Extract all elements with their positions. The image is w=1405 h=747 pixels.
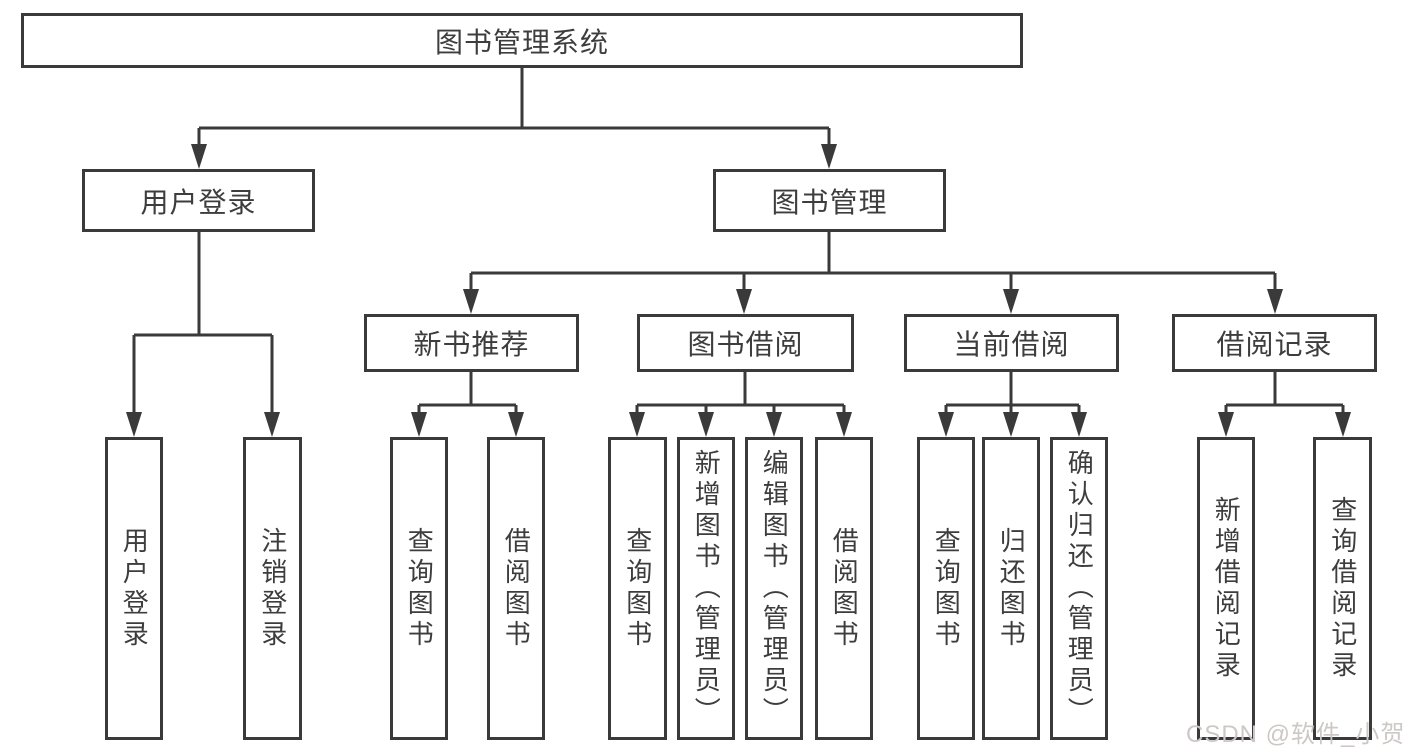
arrow-down-icon [1267,289,1283,314]
arrow-down-icon [1003,289,1019,314]
arrow-down-icon [1071,412,1087,437]
edges-book-borrowing [635,372,846,413]
arrowheads-new-book-recommend [411,412,524,437]
arrowheads-current-borrowing [938,412,1087,437]
arrowheads-root [191,144,837,169]
leaf-label: 查询图书 [931,526,962,651]
node-book-borrowing: 图书借阅 [637,314,854,372]
leaf-edit-books-admin: 编辑图书（管理员） [745,437,803,740]
leaf-label: 注销登录 [257,526,288,651]
node-label: 图书借阅 [687,329,804,360]
arrow-down-icon [1335,412,1351,437]
node-book-management: 图书管理 [713,169,946,232]
arrowheads-borrowing-records [1218,412,1351,437]
edges-new-book-recommend [417,372,518,413]
arrowheads-user-login [126,412,280,437]
leaf-borrow-books: 借阅图书 [487,437,545,740]
edges-borrowing-records [1224,372,1345,413]
leaf-add-books-admin: 新增图书（管理员） [677,437,735,740]
leaf-label: 确认归还（管理员） [1064,449,1095,728]
leaf-label: 编辑图书（管理员） [759,449,790,728]
node-library-management-system: 图书管理系统 [21,13,1023,68]
leaf-logout: 注销登录 [243,437,302,740]
node-label: 当前借阅 [953,329,1070,360]
leaf-query-books: 查询图书 [390,437,448,740]
leaf-return-books: 归还图书 [982,437,1040,740]
node-user-login: 用户登录 [82,169,315,232]
node-label: 借阅记录 [1216,329,1333,360]
node-label: 新书推荐 [413,329,530,360]
arrow-down-icon [836,412,852,437]
edges-user-login [132,232,274,413]
node-label: 用户登录 [140,186,257,218]
leaf-confirm-return-admin: 确认归还（管理员） [1050,437,1108,740]
arrow-down-icon [821,144,837,169]
edges-current-borrowing [944,372,1081,413]
node-borrowing-records: 借阅记录 [1172,314,1377,372]
arrowheads-book-borrowing [629,412,852,437]
arrowheads-book-management [463,289,1283,314]
arrow-down-icon [1218,412,1234,437]
arrow-down-icon [938,412,954,437]
arrow-down-icon [463,289,479,314]
leaf-label: 新增图书（管理员） [691,449,722,728]
arrow-down-icon [698,412,714,437]
leaf-user-login: 用户登录 [105,437,163,740]
arrow-down-icon [736,289,752,314]
leaf-label: 新增借阅记录 [1211,495,1242,682]
leaf-label: 查询图书 [404,526,435,651]
leaf-add-borrow-record: 新增借阅记录 [1197,437,1255,740]
arrow-down-icon [1003,412,1019,437]
arrow-down-icon [264,412,280,437]
arrow-down-icon [191,144,207,169]
arrow-down-icon [508,412,524,437]
leaf-query-books: 查询图书 [917,437,975,740]
node-current-borrowing: 当前借阅 [904,314,1119,372]
leaf-borrow-books: 借阅图书 [815,437,873,740]
node-label: 图书管理系统 [434,26,609,58]
leaf-label: 用户登录 [119,526,150,651]
arrow-down-icon [629,412,645,437]
watermark: CSDN @软件_小贺同学 [1186,721,1405,747]
leaf-label: 查询借阅记录 [1327,495,1358,682]
leaf-query-books: 查询图书 [608,437,667,740]
arrow-down-icon [766,412,782,437]
node-label: 图书管理 [771,186,888,218]
edges-book-management [469,232,1277,290]
arrow-down-icon [411,412,427,437]
node-new-book-recommend: 新书推荐 [364,314,579,372]
leaf-label: 借阅图书 [501,526,532,651]
leaf-label: 借阅图书 [829,526,860,651]
leaf-label: 查询图书 [622,526,653,651]
edges-root [197,68,831,146]
leaf-query-borrow-record: 查询借阅记录 [1313,437,1372,740]
leaf-label: 归还图书 [996,526,1027,651]
arrow-down-icon [126,412,142,437]
